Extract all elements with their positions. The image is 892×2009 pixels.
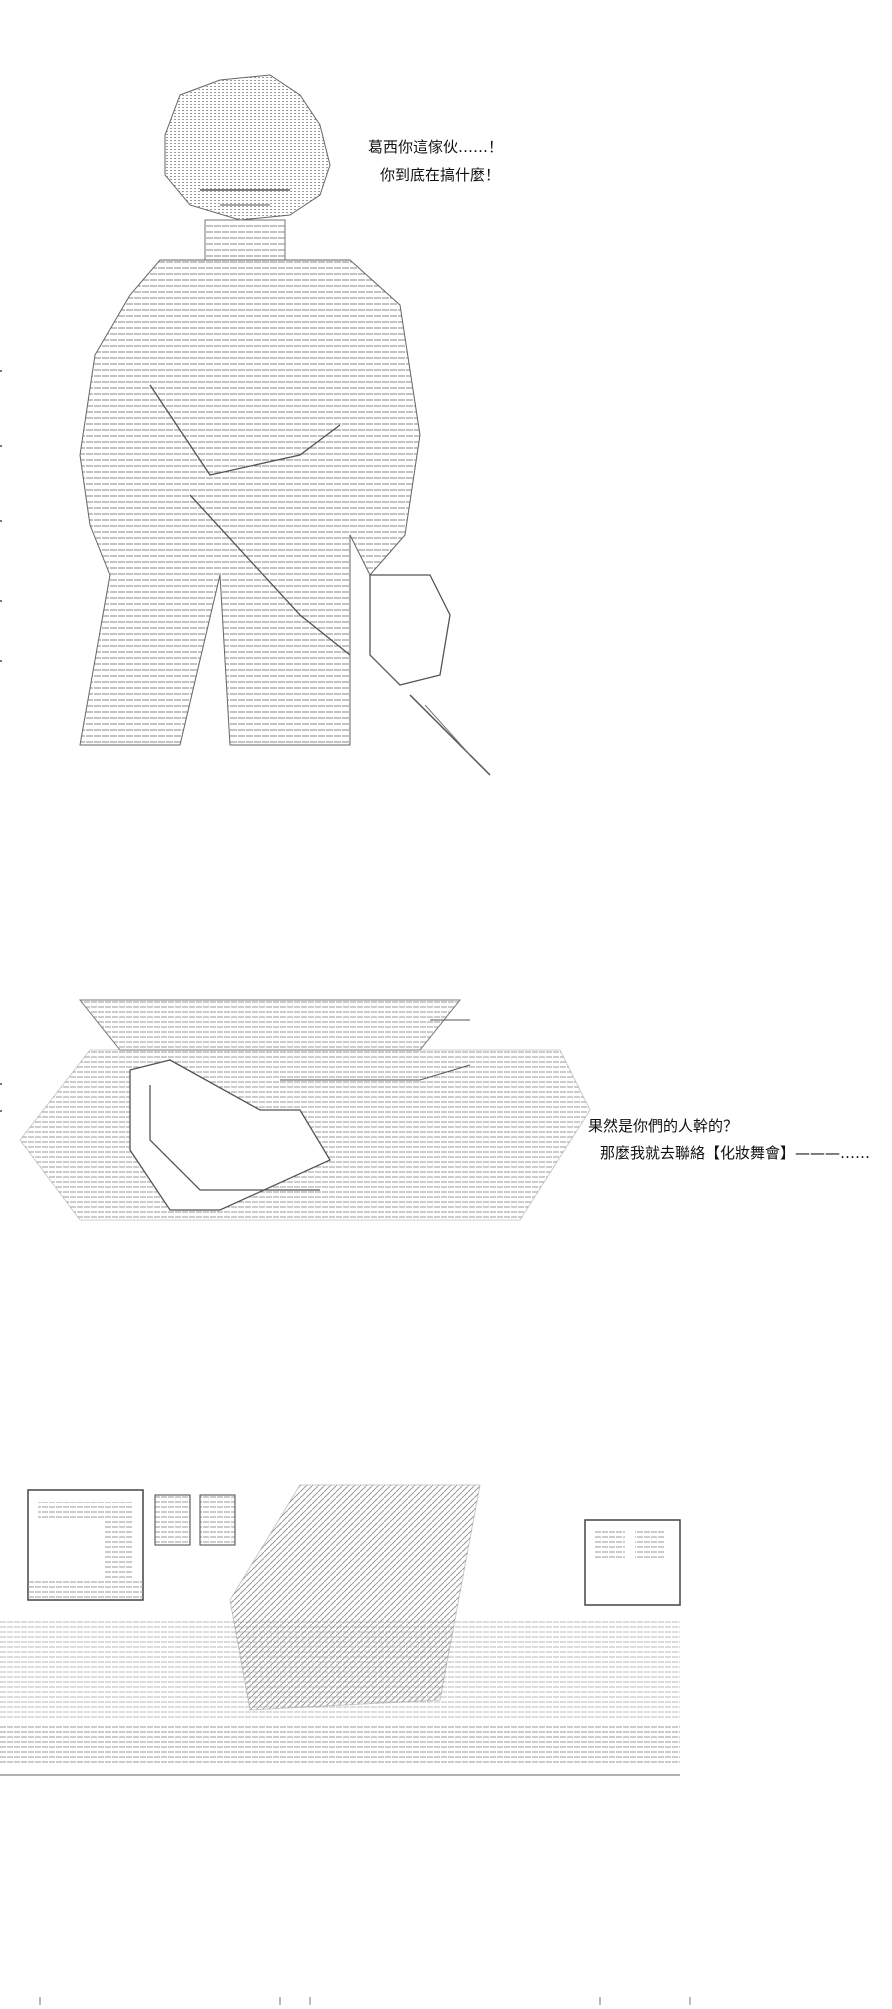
speech-text-2: 果然是你們的人幹的？ 那麼我就去聯絡【化妝舞會】———…… (588, 1116, 870, 1163)
panel-2: 果然是你們的人幹的？ 那麼我就去聯絡【化妝舞會】———…… (0, 940, 892, 1280)
ascii-art-sound-effect (0, 1480, 700, 1810)
edge-mark (0, 370, 2, 372)
ascii-art-man-with-knife (70, 55, 550, 795)
speech-line-1: 葛西你這傢伙……！ (368, 138, 504, 156)
edge-mark (0, 520, 2, 522)
speech-text: 葛西你這傢伙……！ 你到底在搞什麼！ (368, 137, 503, 185)
edge-mark (0, 1083, 2, 1085)
speech-line-4: 那麼我就去聯絡【化妝舞會】———…… (600, 1144, 871, 1162)
panel-3 (0, 1450, 892, 1810)
edge-mark (0, 600, 2, 602)
ascii-art-phone-hand (0, 990, 600, 1250)
bottom-edge-marks (0, 1990, 892, 2005)
speech-line-2: 你到底在搞什麼！ (380, 166, 501, 184)
speech-line-3: 果然是你們的人幹的？ (588, 1117, 739, 1135)
edge-mark (0, 1110, 2, 1112)
edge-mark (0, 660, 2, 662)
edge-mark (0, 445, 2, 447)
panel-1: 葛西你這傢伙……！ 你到底在搞什麼！ (0, 0, 892, 820)
